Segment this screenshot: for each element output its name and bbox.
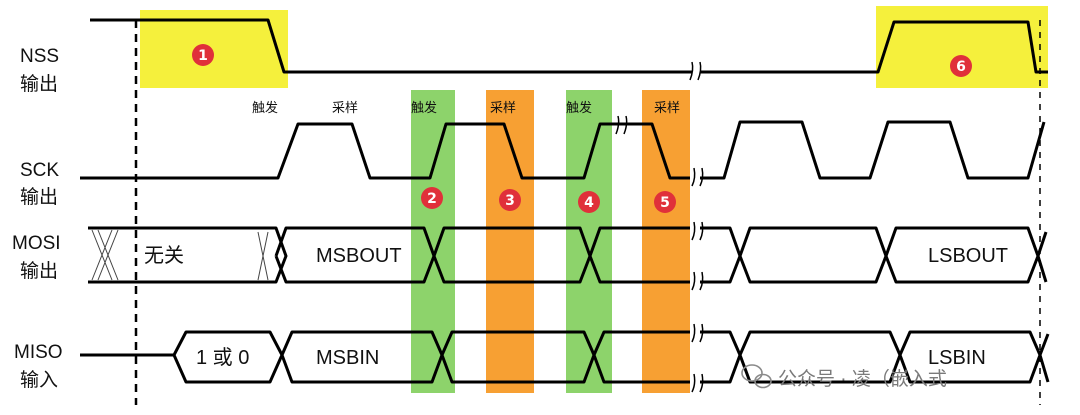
miso-bit-cell-3 bbox=[592, 330, 690, 384]
trigger-label-1: 触发 bbox=[252, 100, 278, 115]
miso-bit-cell-4 bbox=[700, 330, 742, 384]
mosi-bit-cell-5 bbox=[738, 226, 888, 284]
mosi-msb-text: MSBOUT bbox=[316, 245, 402, 267]
miso-lsb-cell bbox=[898, 330, 1050, 384]
sample-label-1: 采样 bbox=[332, 100, 358, 115]
marker-4: 4 bbox=[578, 191, 600, 213]
wechat-icon bbox=[741, 364, 772, 389]
marker-5: 5 bbox=[654, 191, 676, 213]
nss-start-highlight bbox=[140, 10, 288, 88]
svg-text:3: 3 bbox=[505, 193, 515, 209]
break-marks bbox=[615, 61, 704, 393]
svg-text:4: 4 bbox=[584, 195, 594, 211]
mosi-bit-cell-4 bbox=[700, 226, 742, 284]
svg-text:1: 1 bbox=[198, 48, 208, 64]
sck-waveform bbox=[80, 120, 1046, 180]
marker-2: 2 bbox=[421, 187, 443, 209]
miso-lsb-text: LSBIN bbox=[928, 347, 986, 369]
sample-band-1 bbox=[486, 90, 534, 393]
svg-text:5: 5 bbox=[660, 195, 670, 211]
watermark: 公众号 · 凌（嵌入式 bbox=[741, 364, 947, 390]
nss-label: NSS bbox=[20, 46, 59, 67]
mosi-label: MOSI bbox=[12, 233, 61, 254]
miso-label: MISO bbox=[14, 342, 63, 363]
marker-6: 6 bbox=[950, 55, 972, 77]
nss-waveform bbox=[90, 18, 1048, 74]
mosi-dontcare-text: 无关 bbox=[144, 244, 184, 267]
trigger-label-2: 触发 bbox=[411, 100, 437, 115]
sck-dir-label: 输出 bbox=[20, 186, 58, 208]
miso-dir-label: 输入 bbox=[20, 369, 58, 391]
sample-band-2 bbox=[642, 90, 690, 393]
mosi-dontcare-bus bbox=[88, 226, 288, 284]
svg-text:6: 6 bbox=[956, 59, 966, 75]
mosi-dir-label: 输出 bbox=[20, 260, 58, 282]
mosi-lsb-cell bbox=[884, 226, 1048, 284]
trigger-band-1 bbox=[411, 90, 455, 393]
mosi-bit-cell-3 bbox=[588, 226, 690, 284]
nss-dir-label: 输出 bbox=[20, 73, 58, 95]
miso-first-text: 1 或 0 bbox=[196, 346, 249, 369]
sample-label-2: 采样 bbox=[490, 100, 516, 115]
marker-1: 1 bbox=[192, 44, 214, 66]
marker-3: 3 bbox=[499, 189, 521, 211]
miso-msb-text: MSBIN bbox=[316, 347, 379, 369]
sample-label-3: 采样 bbox=[654, 100, 680, 115]
mosi-dontcare-hatch bbox=[91, 229, 269, 281]
svg-text:2: 2 bbox=[427, 191, 437, 207]
sck-label: SCK bbox=[20, 160, 59, 181]
trigger-band-2 bbox=[566, 90, 612, 393]
watermark-text: 公众号 · 凌（嵌入式 bbox=[778, 368, 947, 390]
mosi-lsb-text: LSBOUT bbox=[928, 245, 1008, 267]
trigger-label-3: 触发 bbox=[566, 100, 592, 115]
